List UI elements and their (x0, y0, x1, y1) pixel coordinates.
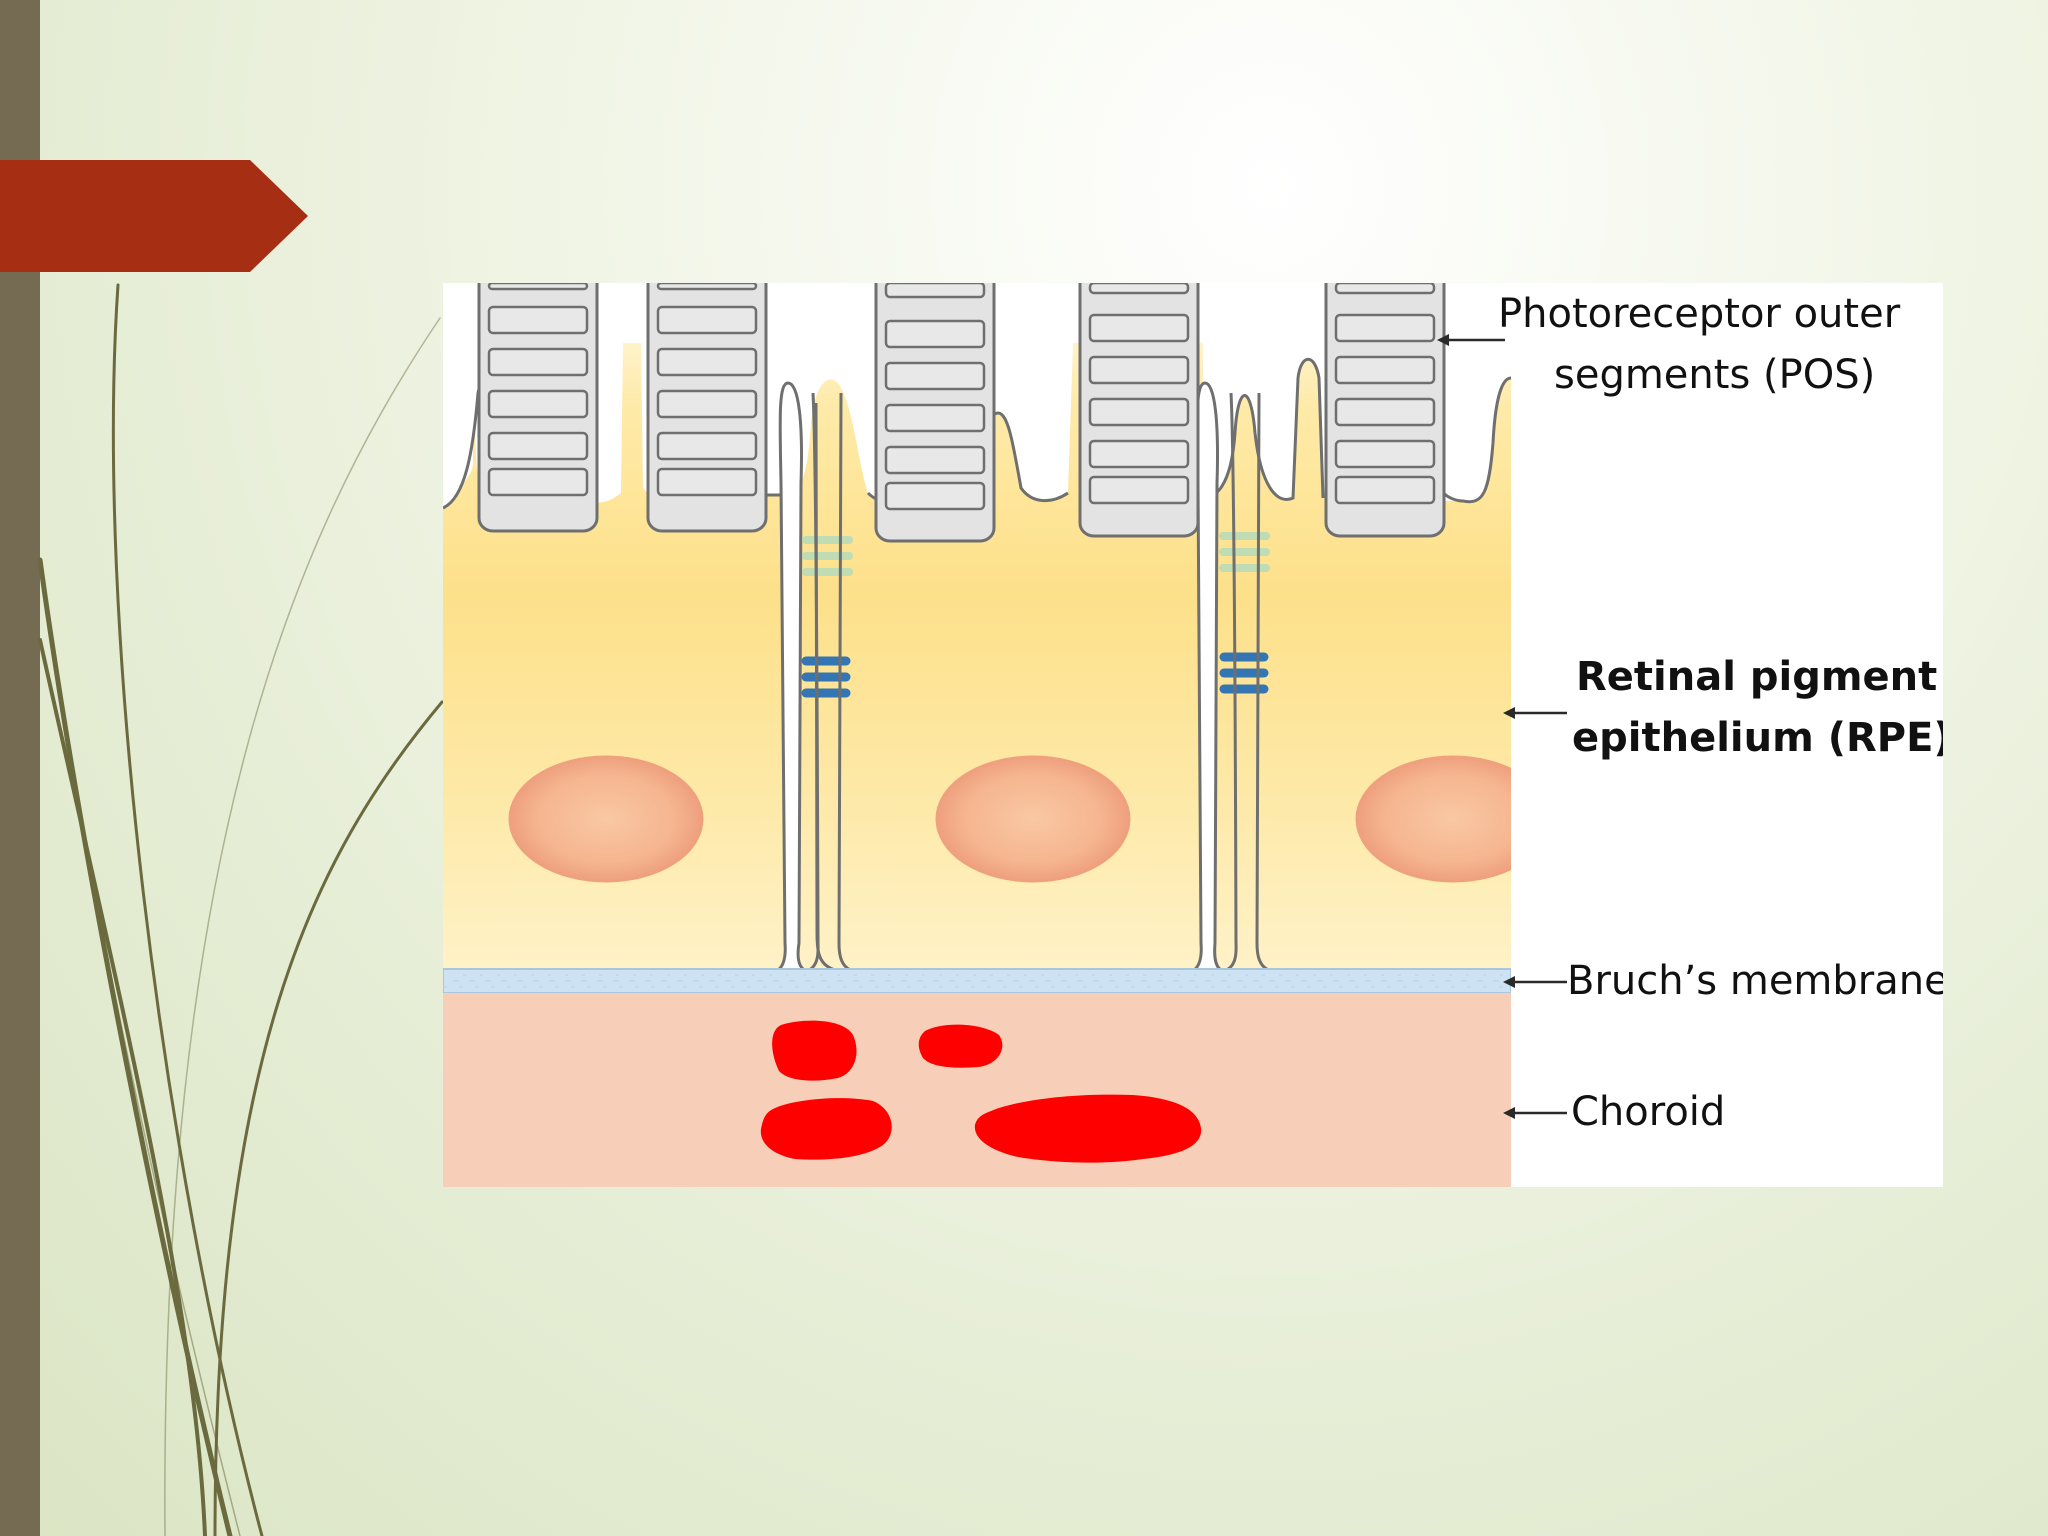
nucleus (508, 755, 704, 883)
title-arrow-shape (0, 160, 308, 272)
choroid-layer (443, 993, 1511, 1187)
rpe-arrow (1503, 707, 1567, 719)
bruch-arrow (1503, 976, 1567, 988)
nucleus (935, 755, 1131, 883)
blood-vessel (918, 1024, 1003, 1068)
blood-vessels (760, 1020, 1202, 1163)
choroid-label: Choroid (1571, 1089, 1726, 1135)
grass-decoration (37, 283, 444, 1536)
nucleus (1355, 755, 1511, 883)
blood-vessel (974, 1094, 1202, 1163)
outer-segment (1078, 283, 1200, 538)
outer-segment (477, 283, 599, 533)
outer-segment (874, 283, 996, 543)
pos-label-line2: segments (POS) (1554, 352, 1876, 398)
retina-diagram-drawing (443, 283, 1567, 1187)
blood-vessel (772, 1020, 857, 1081)
pos-arrow (1437, 334, 1505, 346)
bruch-label: Bruch’s membrane (1567, 958, 1943, 1004)
outer-segment (1324, 283, 1446, 538)
rpe-label-line2: epithelium (RPE) (1572, 715, 1943, 761)
bruch-membrane (443, 968, 1511, 994)
pos-label-line1: Photoreceptor outer (1498, 291, 1901, 337)
choroid-arrow (1503, 1107, 1567, 1119)
photoreceptor-outer-segments (477, 283, 1446, 543)
nuclei (508, 755, 1511, 883)
outer-segment (646, 283, 768, 533)
blood-vessel (760, 1098, 892, 1160)
label-arrows (1437, 334, 1567, 1119)
retina-diagram: Photoreceptor outer segments (POS) Retin… (443, 283, 1943, 1187)
rpe-label-line1: Retinal pigment (1576, 654, 1938, 700)
